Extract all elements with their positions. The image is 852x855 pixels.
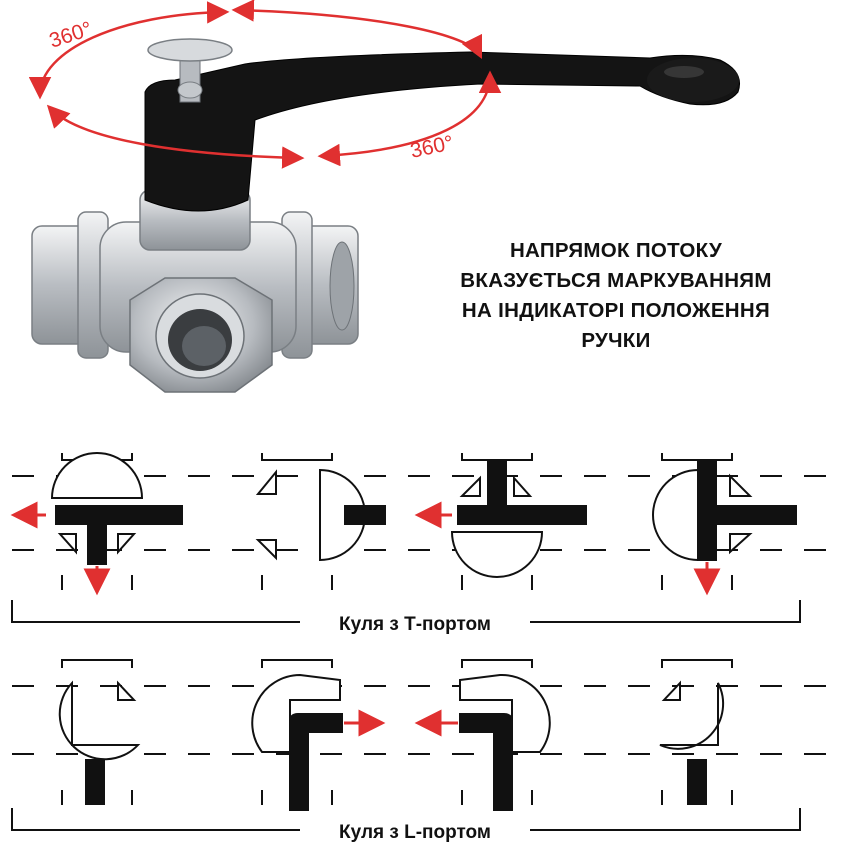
l-port-position-4 bbox=[659, 659, 733, 805]
ball-segment bbox=[450, 531, 544, 578]
ball-segment bbox=[58, 680, 141, 761]
port-bracket bbox=[461, 659, 533, 668]
t-port-position-4 bbox=[652, 453, 797, 596]
t-group-bracket-left bbox=[11, 600, 300, 623]
t-port-position-2 bbox=[255, 453, 386, 590]
t-port-stem bbox=[697, 459, 717, 561]
rotation-arc-top-left bbox=[28, 1, 230, 100]
position-indicator bbox=[147, 38, 233, 62]
rotation-label-top: 360° bbox=[46, 17, 94, 52]
note-line-3: НА ІНДИКАТОРІ ПОЛОЖЕННЯ bbox=[461, 299, 771, 322]
l-port-elbow bbox=[459, 713, 513, 811]
port-bracket bbox=[661, 453, 733, 461]
right-port-opening bbox=[329, 241, 355, 331]
rotation-arc-top-right bbox=[231, 0, 483, 60]
seat-left bbox=[57, 533, 77, 555]
port-bracket bbox=[661, 659, 733, 668]
seat-left bbox=[661, 680, 681, 701]
port-bracket bbox=[261, 453, 333, 461]
port-bracket bbox=[61, 659, 133, 668]
seat-upper bbox=[255, 469, 277, 495]
note-line-1: НАПРЯМОК ПОТОКУ bbox=[509, 239, 723, 262]
note-line-4: РУЧКИ bbox=[581, 329, 651, 352]
l-port-position-1 bbox=[58, 659, 141, 805]
l-group-bracket-left bbox=[11, 808, 300, 831]
seat-lower bbox=[729, 533, 753, 555]
l-port-position-2 bbox=[251, 659, 386, 811]
l-port-stub bbox=[85, 759, 105, 805]
rotation-arc-bottom-right bbox=[317, 70, 502, 167]
ball-segment bbox=[659, 682, 725, 750]
l-group-bracket-right bbox=[530, 808, 801, 831]
ball-segment bbox=[50, 452, 144, 499]
seat-left bbox=[459, 475, 481, 497]
ball-segment bbox=[459, 673, 551, 753]
t-port-caption: Куля з Т-портом bbox=[339, 614, 491, 635]
bottom-port-thread bbox=[182, 326, 226, 366]
ball-segment bbox=[652, 468, 699, 562]
l-port-position-3 bbox=[414, 659, 551, 811]
t-port-bar bbox=[457, 505, 587, 525]
t-port-stem bbox=[87, 519, 107, 565]
three-way-ball-valve: 360° 360° bbox=[28, 0, 740, 393]
rotation-arc-bottom-left bbox=[46, 104, 305, 169]
seat-lower bbox=[255, 539, 277, 561]
seat-right bbox=[117, 680, 137, 701]
rotation-label-bottom: 360° bbox=[408, 131, 455, 163]
l-port-stub bbox=[687, 759, 707, 805]
t-port-bar bbox=[55, 505, 183, 525]
l-port-caption: Куля з L-портом bbox=[339, 822, 491, 843]
handle-highlight bbox=[664, 66, 704, 78]
stem-nut bbox=[177, 81, 203, 99]
t-port-bar bbox=[715, 505, 797, 525]
port-bracket bbox=[461, 453, 533, 461]
l-port-row bbox=[11, 659, 840, 831]
t-port-position-3 bbox=[414, 453, 587, 590]
note-line-2: ВКАЗУЄТЬСЯ МАРКУВАННЯМ bbox=[460, 269, 772, 292]
t-port-position-1 bbox=[10, 452, 183, 596]
t-port-row bbox=[10, 452, 840, 623]
handle-grip bbox=[647, 58, 739, 102]
port-bracket bbox=[261, 659, 333, 668]
ball-segment bbox=[251, 673, 341, 753]
t-port-stub bbox=[344, 505, 386, 525]
seat-right bbox=[513, 475, 533, 497]
flow-direction-note: НАПРЯМОК ПОТОКУ ВКАЗУЄТЬСЯ МАРКУВАННЯМ Н… bbox=[412, 236, 820, 356]
seat-right bbox=[117, 533, 137, 555]
seat-upper bbox=[729, 473, 753, 497]
t-group-bracket-right bbox=[530, 600, 801, 623]
l-port-elbow bbox=[289, 713, 343, 811]
